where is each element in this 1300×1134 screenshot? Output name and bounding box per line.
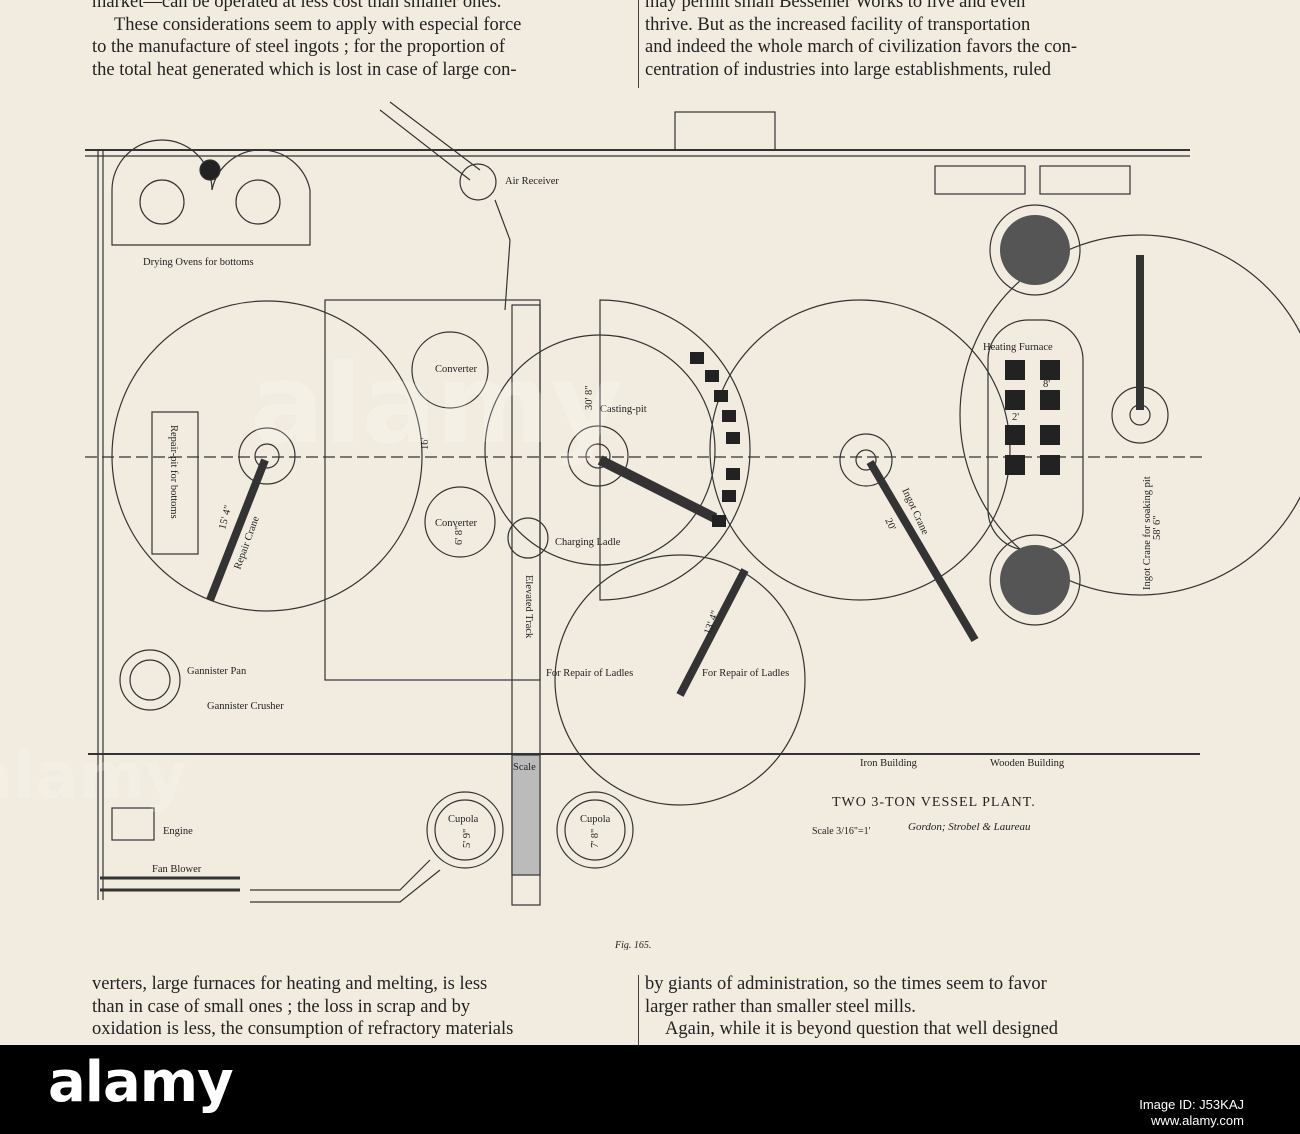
text-column-top-right: may permit small Bessemer Works to live …: [645, 0, 1190, 81]
watermark-logo: alamy: [0, 740, 187, 814]
label-repair-ladles-1: For Repair of Ladles: [546, 668, 633, 679]
label-elevated-track: Elevated Track: [523, 575, 534, 639]
text-line: and indeed the whole march of civilizati…: [645, 37, 1078, 57]
label-cupola-2: Cupola: [580, 814, 611, 825]
label-air-receiver: Air Receiver: [505, 176, 559, 187]
label-converter-bottom: Converter: [435, 518, 477, 529]
label-ingot-crane-soaking: Ingot Crane for soaking pit: [1142, 476, 1153, 590]
text-line: to the manufacture of steel ingots ; for…: [92, 37, 506, 57]
column-divider: [638, 0, 639, 88]
text-column-bottom-left: verters, large furnaces for heating and …: [92, 973, 637, 1041]
book-page: market—can be operated at less cost than…: [0, 0, 1300, 1045]
dim-8: 8': [1043, 379, 1050, 390]
image-id-block: Image ID: J53KAJ www.alamy.com: [1139, 1097, 1244, 1129]
text-column-top-left: market—can be operated at less cost than…: [92, 0, 632, 81]
label-charging-ladle: Charging Ladle: [555, 537, 621, 548]
label-engine: Engine: [163, 826, 193, 837]
text-line: than in case of small ones ; the loss in…: [92, 996, 471, 1017]
figure-authors: Gordon; Strobel & Laureau: [908, 821, 1031, 833]
text-column-bottom-right: by giants of administration, so the time…: [645, 973, 1190, 1041]
figure-caption: Fig. 165.: [614, 940, 651, 950]
dim-15-4: 15' 4": [217, 504, 234, 531]
label-casting-pit: Casting-pit: [600, 404, 647, 415]
text-line: centration of industries into large esta…: [645, 59, 1052, 80]
text-line: oxidation is less, the consumption of re…: [92, 1019, 514, 1039]
alamy-logo: alamy: [48, 1050, 234, 1115]
label-fan-blower: Fan Blower: [152, 864, 202, 875]
text-line: may permit small Bessemer Works to live …: [645, 0, 1026, 12]
site-url: www.alamy.com: [1151, 1113, 1244, 1128]
dim-2: 2': [1012, 412, 1019, 423]
label-iron-building: Iron Building: [860, 758, 918, 769]
label-repair-ladles-2: For Repair of Ladles: [702, 668, 789, 679]
label-drying-ovens: Drying Ovens for bottoms: [143, 257, 254, 268]
text-line: the total heat generated which is lost i…: [92, 59, 517, 80]
dim-58-6: 58' 6": [1152, 515, 1163, 540]
dim-20: 20': [882, 517, 897, 533]
column-divider: [638, 975, 639, 1045]
label-wooden-building: Wooden Building: [990, 758, 1065, 769]
figure-scale: Scale 3/16"=1': [812, 826, 871, 837]
text-line: These considerations seem to apply with …: [114, 14, 522, 35]
text-line: larger rather than smaller steel mills.: [645, 996, 916, 1017]
text-line: market—can be operated at less cost than…: [92, 0, 502, 12]
stock-footer-bar: [0, 1045, 1300, 1134]
label-converter-top: Converter: [435, 364, 477, 375]
text-line: verters, large furnaces for heating and …: [92, 974, 488, 994]
dim-7-8: 7' 8": [590, 829, 601, 848]
dim-5-9: 5' 9": [462, 829, 473, 848]
image-id: Image ID: J53KAJ: [1139, 1097, 1244, 1112]
text-line: by giants of administration, so the time…: [645, 974, 1047, 994]
figure-title: TWO 3-TON VESSEL PLANT.: [832, 795, 1036, 810]
label-heating-furnace: Heating Furnace: [983, 342, 1053, 353]
plant-plan-drawing: Air Receiver Drying Ovens for bottoms Re…: [85, 101, 1300, 950]
label-gannister-crusher: Gannister Crusher: [207, 701, 284, 712]
text-line: thrive. But as the increased facility of…: [645, 14, 1031, 35]
label-ingot-crane: Ingot Crane: [899, 487, 930, 537]
dim-6-8: 6' 8": [454, 526, 465, 545]
label-cupola-1: Cupola: [448, 814, 479, 825]
text-line: Again, while it is beyond question that …: [665, 1019, 1059, 1039]
watermark-logo: alamy: [250, 340, 623, 468]
dim-16: 16': [420, 438, 431, 451]
dim-30-8: 30' 8": [584, 385, 595, 410]
label-repair-pit: Repair-pit for bottoms: [168, 425, 179, 519]
label-scale-mark: Scale: [513, 762, 536, 773]
label-gannister-pan: Gannister Pan: [187, 666, 247, 677]
